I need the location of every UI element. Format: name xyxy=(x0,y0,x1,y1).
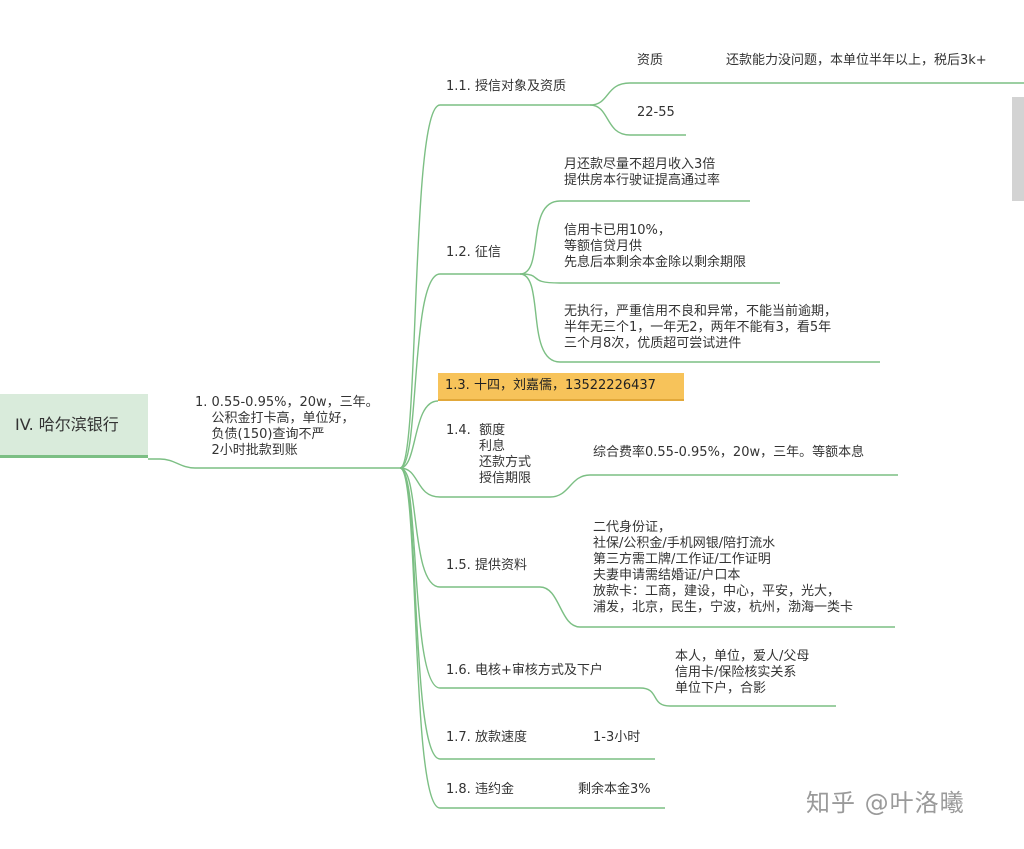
section-1-8-label[interactable]: 1.8. 违约金 xyxy=(446,782,514,797)
edge-1-4-child xyxy=(549,474,898,498)
edge-section-1-5 xyxy=(399,467,540,588)
section-1-2-label[interactable]: 1.2. 征信 xyxy=(446,245,501,260)
section-1-6-label[interactable]: 1.6. 电核+审核方式及下户 xyxy=(446,663,603,678)
section-1-5-child[interactable]: 二代身份证， 社保/公积金/手机网银/陪打流水 第三方需工牌/工作证/工作证明 … xyxy=(593,520,854,615)
edge-section-1-3 xyxy=(399,400,439,469)
section-1-7-child[interactable]: 1-3小时 xyxy=(593,730,641,745)
root-label: IV. 哈尔滨银行 xyxy=(15,415,119,434)
section-1-8-child[interactable]: 剩余本金3% xyxy=(578,782,651,797)
edge-section-1-4 xyxy=(399,467,550,498)
section-1-3-node[interactable]: 1.3. 十四，刘嘉儒，13522226437 xyxy=(438,373,684,401)
edge-1-1-age xyxy=(589,104,686,136)
section-1-5-label[interactable]: 1.5. 提供资料 xyxy=(446,558,527,573)
edge-section-1-6 xyxy=(399,467,640,689)
edge-section-1-2 xyxy=(399,273,520,469)
section-1-1-label[interactable]: 1.1. 授信对象及资质 xyxy=(446,79,566,94)
root-node[interactable]: IV. 哈尔滨银行 xyxy=(0,394,148,458)
vertical-scrollbar[interactable] xyxy=(1012,97,1024,201)
edge-1-2-b xyxy=(519,273,780,284)
section-1-1-child-qualification-note[interactable]: 还款能力没问题，本单位半年以上，税后3k+ xyxy=(726,53,987,68)
section-1-6-child[interactable]: 本人，单位，爱人/父母 信用卡/保险核实关系 单位下户，合影 xyxy=(675,649,810,696)
edge-section-1-1 xyxy=(399,104,590,469)
edge-1-2-a xyxy=(519,200,750,275)
section-1-2-child-c[interactable]: 无执行，严重信用不良和异常，不能当前逾期， 半年无三个1，一年无2，两年不能有3… xyxy=(564,304,838,351)
section-1-1-child-qualification[interactable]: 资质 xyxy=(637,53,664,68)
section-1-3-label: 1.3. 十四，刘嘉儒，13522226437 xyxy=(445,378,656,393)
edge-1-2-c xyxy=(519,273,880,363)
main-branch-label[interactable]: 1. 0.55-0.95%，20w，三年。 公积金打卡高，单位好， 负债(150… xyxy=(195,395,379,458)
section-1-4-label[interactable]: 1.4. 额度 利息 还款方式 授信期限 xyxy=(446,423,532,486)
edge-1-6-child xyxy=(639,687,836,707)
section-1-2-child-b[interactable]: 信用卡已用10%， 等额信贷月供 先息后本剩余本金除以剩余期限 xyxy=(564,223,747,270)
section-1-1-child-age[interactable]: 22-55 xyxy=(637,105,675,120)
section-1-2-child-a[interactable]: 月还款尽量不超月收入3倍 提供房本行驶证提高通过率 xyxy=(564,157,721,188)
watermark: 知乎 @叶洛曦 xyxy=(806,789,965,817)
section-1-7-label[interactable]: 1.7. 放款速度 xyxy=(446,730,527,745)
edge-section-1-8 xyxy=(399,467,665,809)
edge-root-main xyxy=(148,458,400,469)
edge-1-5-child xyxy=(539,586,895,628)
section-1-4-child[interactable]: 综合费率0.55-0.95%，20w，三年。等额本息 xyxy=(593,445,865,460)
edge-1-1-qualification xyxy=(589,82,1024,106)
